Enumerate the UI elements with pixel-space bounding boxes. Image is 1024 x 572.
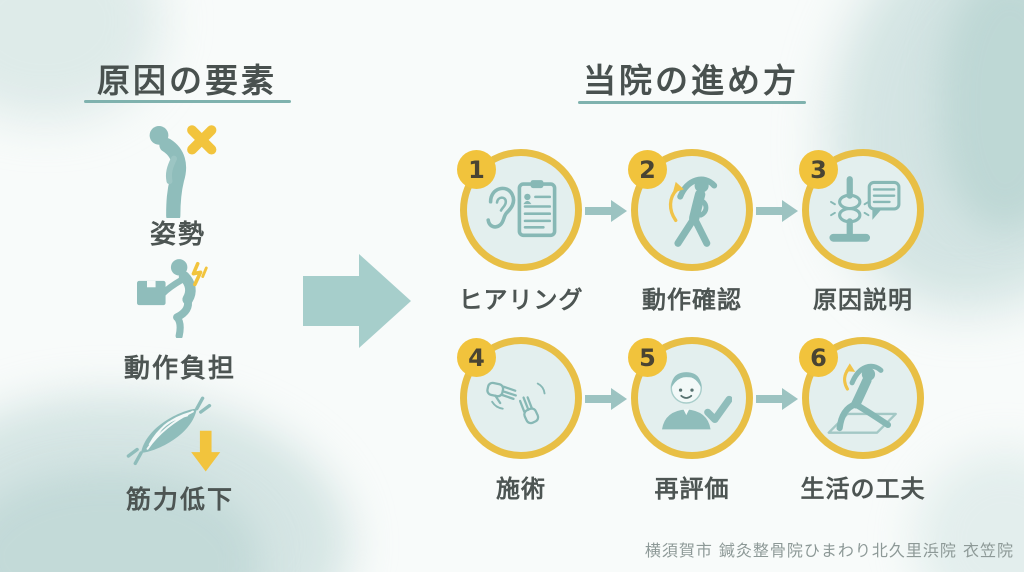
- step-number-badge: 1: [457, 150, 496, 189]
- muscle-weakness-icon: [126, 396, 221, 472]
- cause-label-strain: 動作負担: [123, 354, 236, 384]
- clinic-credit: 横須賀市 鍼灸整骨院ひまわり北久里浜院 衣笠院: [644, 541, 1014, 560]
- step-circle-5: 5: [628, 337, 753, 459]
- pain-flash-icon: [191, 261, 203, 287]
- ear-clipboard-icon: [486, 179, 557, 237]
- causes-title: 原因の要素: [97, 61, 277, 100]
- lifting-box-person-icon: [137, 259, 208, 338]
- step-label-4: 施術: [496, 475, 546, 503]
- step-circle-2: 2: [628, 149, 753, 271]
- step-arrow-icon: [756, 388, 798, 410]
- watercolor-blob-top-right-accent: [940, 0, 1024, 230]
- joint-explain-icon: [829, 175, 901, 242]
- step-label-2: 動作確認: [642, 286, 742, 314]
- process-title-underline: [578, 101, 806, 104]
- speech-bubble-icon: [867, 180, 901, 220]
- step-label-6: 生活の工夫: [800, 475, 926, 503]
- step-circle-3: 3: [799, 149, 924, 271]
- step-number-badge: 2: [628, 150, 667, 189]
- flow-arrow-icon: [303, 254, 411, 348]
- step-number-badge: 4: [457, 338, 496, 377]
- down-arrow-icon: [191, 430, 221, 472]
- step-number-badge: 6: [799, 338, 838, 377]
- motion-arrow-icon: [843, 367, 851, 391]
- step-arrow-icon: [585, 200, 627, 222]
- causes-title-underline: [84, 100, 291, 103]
- step-label-3: 原因説明: [813, 286, 913, 314]
- step-arrow-icon: [756, 200, 798, 222]
- cause-label-posture: 姿勢: [149, 220, 206, 250]
- step-label-5: 再評価: [654, 475, 730, 503]
- step-number-badge: 3: [799, 150, 838, 189]
- patient-check-icon: [662, 372, 732, 430]
- treatment-hands-icon: [486, 381, 546, 425]
- step-circle-6: 6: [799, 337, 924, 459]
- step-circle-1: 1: [457, 149, 582, 271]
- step-label-1: ヒアリング: [458, 286, 584, 314]
- motion-arrow-icon: [668, 188, 679, 223]
- cause-label-weakness: 筋力低下: [125, 485, 234, 514]
- step-number-badge: 5: [628, 338, 667, 377]
- checkmark-icon: [704, 395, 732, 423]
- home-exercise-icon: [827, 363, 897, 434]
- slouching-person-icon: [149, 125, 217, 218]
- x-mark-icon: [187, 125, 217, 155]
- step-arrow-icon: [585, 388, 627, 410]
- stretch-check-icon: [668, 176, 718, 247]
- process-title: 当院の進め方: [583, 61, 799, 100]
- step-circle-4: 4: [457, 337, 582, 459]
